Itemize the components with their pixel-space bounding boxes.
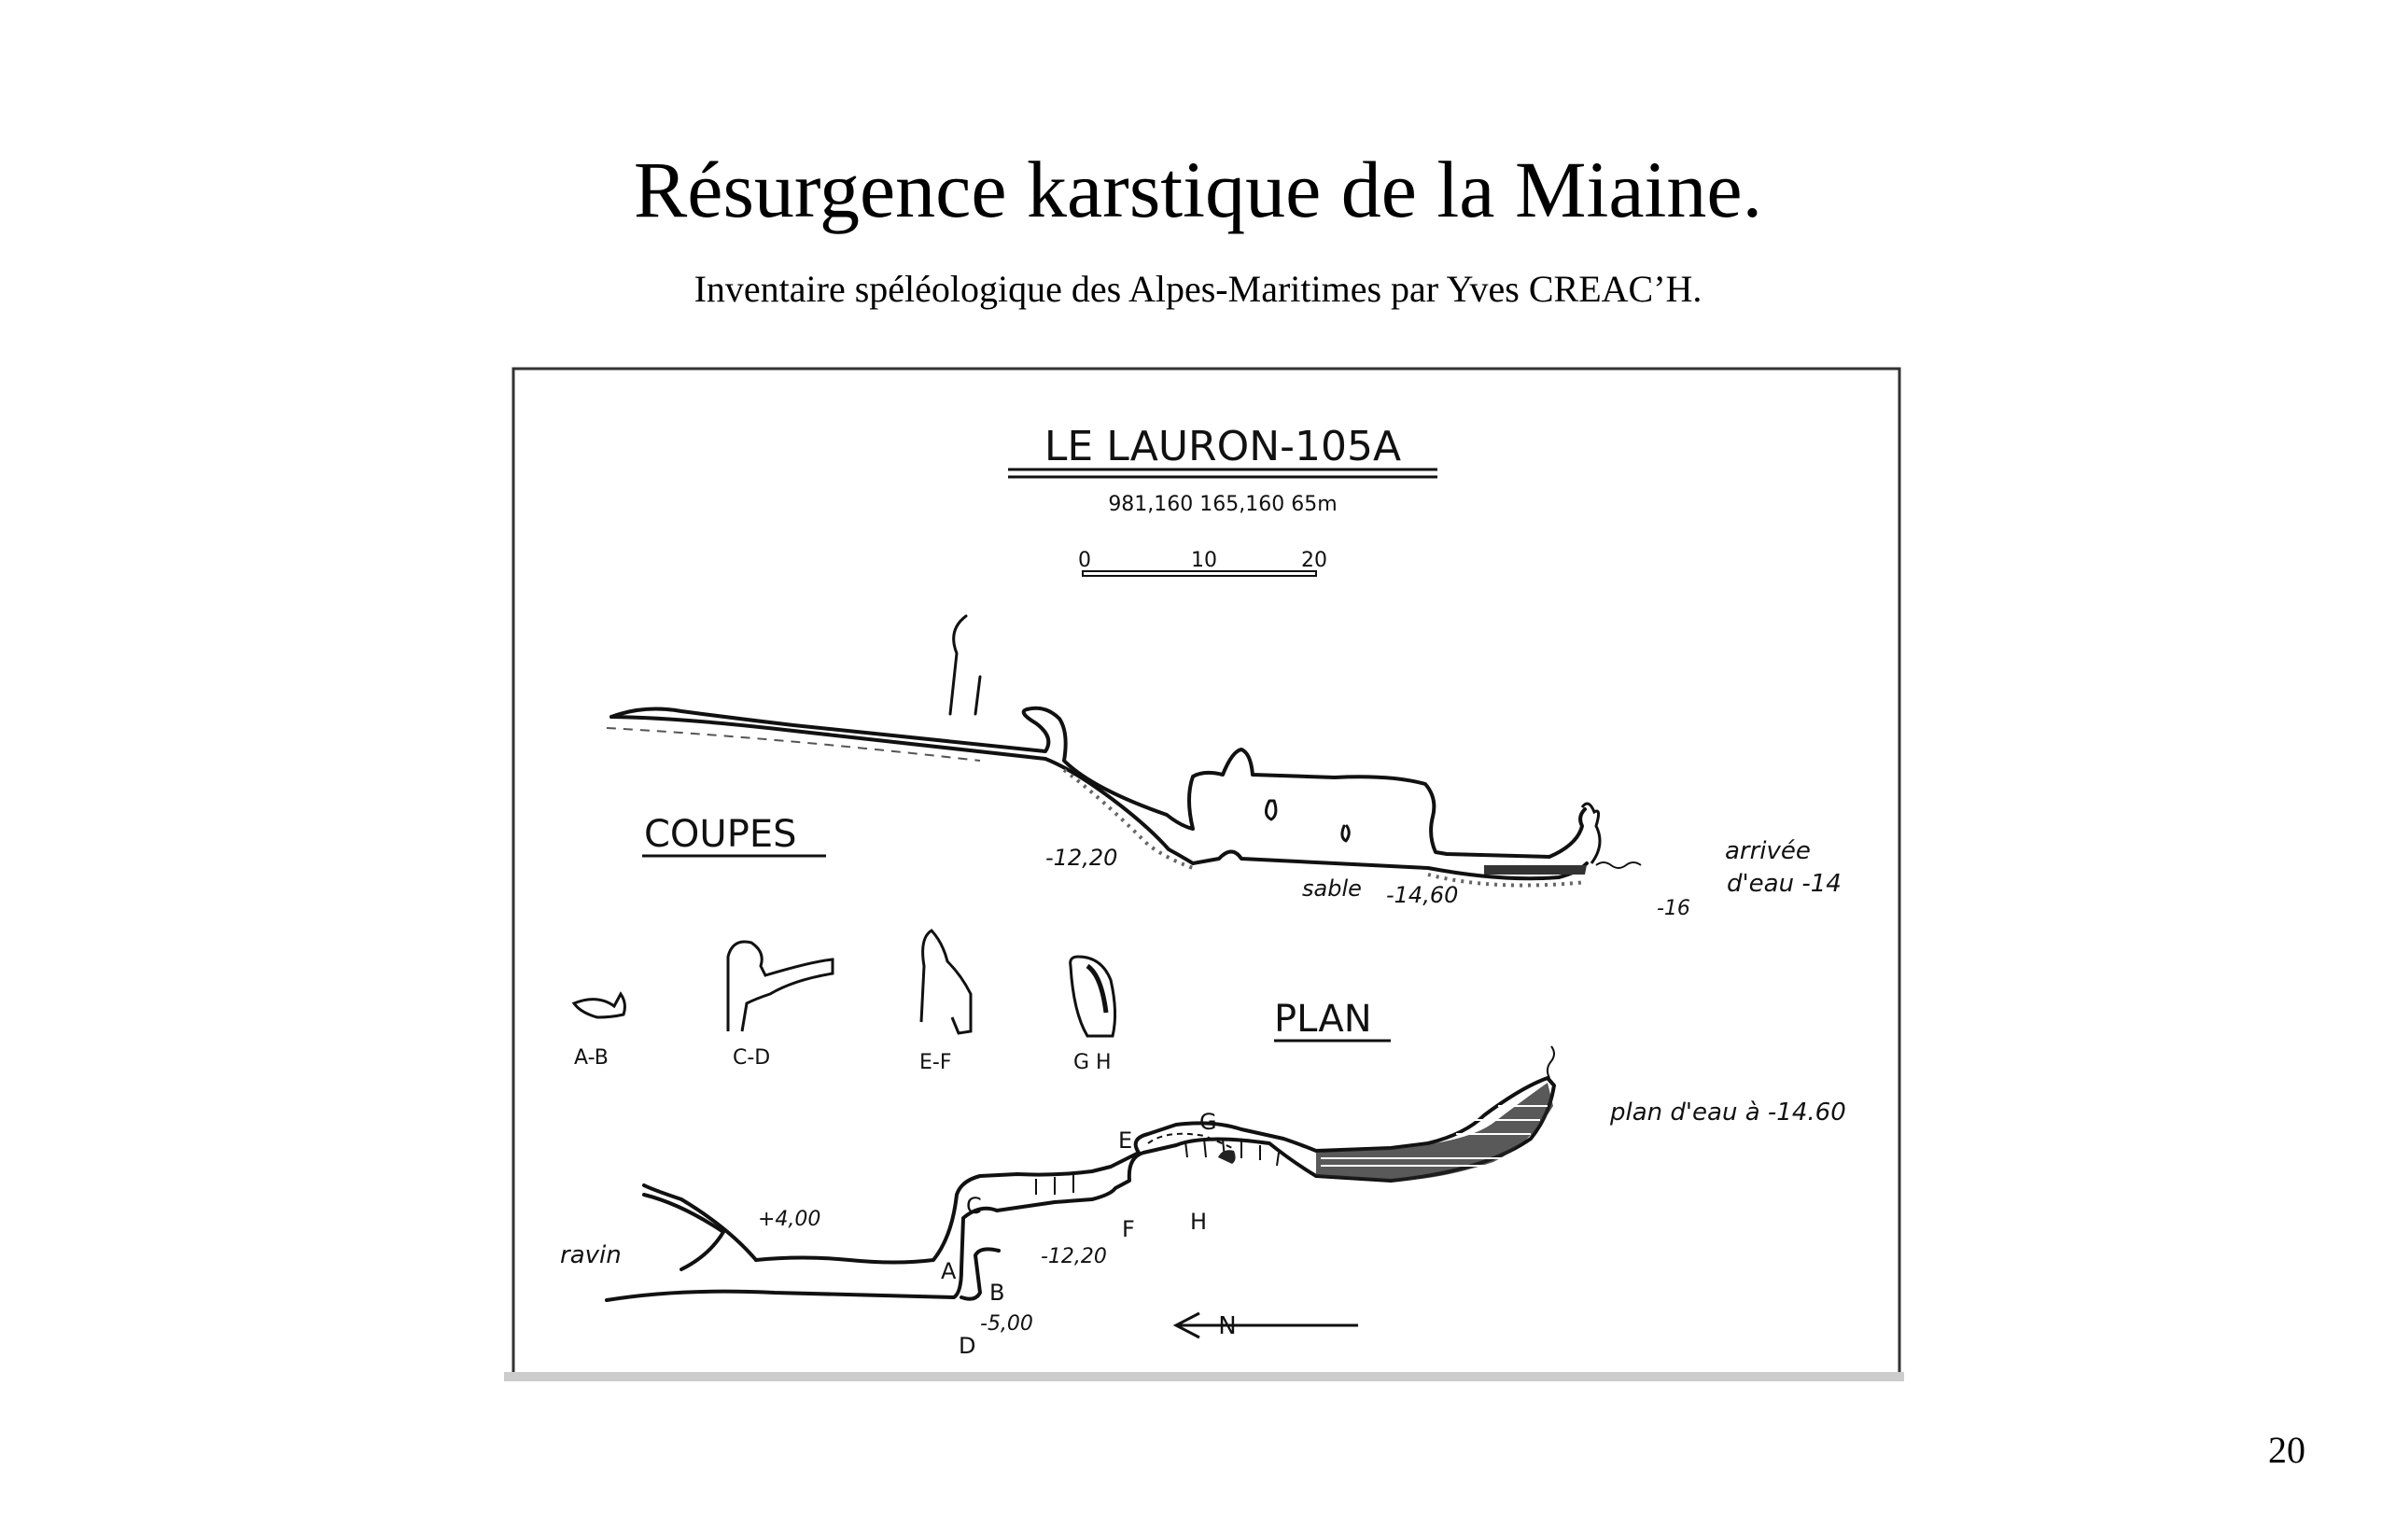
plan-blob	[1218, 1150, 1236, 1164]
cross-section-gh: G H	[1073, 1051, 1112, 1074]
cross-section-shapes	[571, 929, 1117, 1038]
deau-label: d'eau -14	[1727, 870, 1842, 898]
sable-label: sable	[1302, 875, 1362, 902]
cross-section-ab: A-B	[574, 1046, 609, 1070]
section-profile	[610, 614, 1589, 881]
plan-outline	[605, 1076, 1556, 1302]
section-entrance-branch	[1580, 802, 1602, 864]
page-number: 20	[2268, 1429, 2305, 1471]
water-inflow-mark	[1595, 861, 1642, 869]
survey-coordinates: 981,160 165,160 65m	[1108, 493, 1337, 516]
scale-tick-0: 0	[1078, 549, 1091, 572]
section-gravel	[1062, 768, 1588, 888]
cross-section-ef: E-F	[919, 1051, 952, 1074]
minus1220-label: -12,20	[1041, 1245, 1107, 1268]
section-water	[1484, 865, 1587, 875]
plus400-label: +4,00	[758, 1208, 820, 1231]
scan-frame	[511, 367, 1901, 1379]
arrivee-label: arrivée	[1725, 837, 1811, 865]
survey-heading: LE LAURON-105A	[1044, 423, 1401, 470]
cave-survey-drawing: LE LAURON-105A 981,160 165,160 65m 0 10 …	[504, 367, 1904, 1381]
plan-letter-e: E	[1118, 1127, 1132, 1154]
scale-bar	[1082, 570, 1317, 577]
depth-label-16: -16	[1657, 897, 1690, 920]
page-title: Résurgence karstique de la Miaine.	[633, 145, 1763, 234]
plan-letter-g: G	[1199, 1109, 1217, 1135]
scale-tick-10: 10	[1191, 549, 1217, 572]
scale-tick-20: 20	[1301, 549, 1327, 572]
plan-hatch-lines	[1321, 1105, 1548, 1167]
plan-inflow-mark	[1546, 1045, 1555, 1079]
plan-letter-a: A	[941, 1258, 957, 1284]
plan-water-hatching	[1316, 1083, 1553, 1181]
ravin-label: ravin	[560, 1241, 622, 1269]
depth-label-1220: -12,20	[1045, 845, 1117, 871]
section-rock-fill	[606, 727, 981, 762]
minus500-label: -5,00	[980, 1312, 1033, 1336]
plan-letter-b: B	[989, 1280, 1004, 1306]
plan-label: PLAN	[1274, 998, 1372, 1041]
cross-section-cd: C-D	[733, 1046, 770, 1070]
plan-letter-c: C	[966, 1193, 982, 1219]
depth-label-1460: -14,60	[1386, 882, 1458, 908]
page-subtitle: Inventaire spéléologique des Alpes-Marit…	[694, 268, 1702, 310]
cave-survey-figure: LE LAURON-105A 981,160 165,160 65m 0 10 …	[495, 359, 1918, 1386]
north-arrow-head	[1172, 1311, 1200, 1339]
plan-letter-h: H	[1190, 1209, 1207, 1235]
plan-deau-label: plan d'eau à -14.60	[1609, 1099, 1846, 1127]
plan-letter-d: D	[959, 1333, 975, 1359]
plan-inner-gallery	[1147, 1132, 1233, 1149]
plan-letter-f: F	[1122, 1216, 1135, 1242]
section-label: COUPES	[644, 813, 796, 856]
north-arrow-letter: N	[1218, 1312, 1236, 1340]
